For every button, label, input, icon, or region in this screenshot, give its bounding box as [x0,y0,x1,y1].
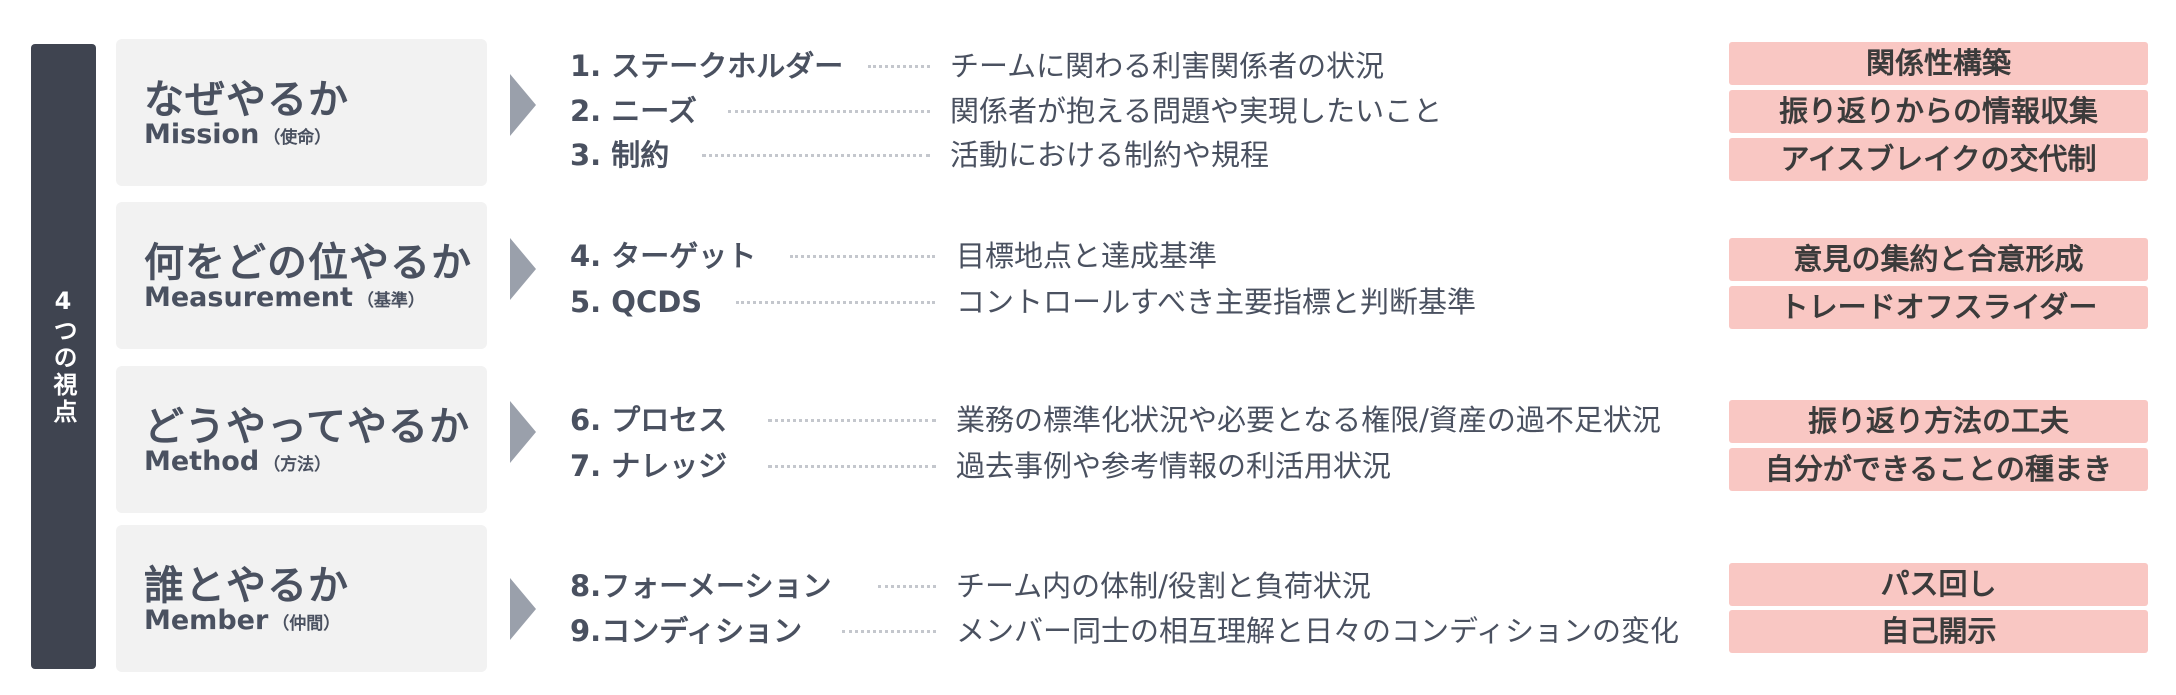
item-desc: チーム内の体制/役割と負荷状況 [956,569,1371,603]
mission-tag-3: アイスブレイクの交代制 [1729,138,2148,181]
dotted-leader [842,630,936,633]
mission-item-3: 3. 制約 活動における制約や規程 [570,133,1720,177]
mission-subtitle: Mission（使命） [144,119,332,150]
member-tag-1: パス回し [1729,563,2148,606]
dotted-leader [878,585,936,588]
member-title: 誰とやるか [144,563,349,609]
item-desc: 業務の標準化状況や必要となる権限/資産の過不足状況 [956,403,1661,437]
dotted-leader [790,255,935,258]
measurement-subtitle-note: （基準） [356,291,425,311]
item-label: 8.フォーメーション [570,569,832,603]
item-label: 9.コンディション [570,614,803,648]
measurement-tag-1: 意見の集約と合意形成 [1729,238,2148,281]
item-desc: 過去事例や参考情報の利活用状況 [956,449,1392,483]
member-item-1: 8.フォーメーション チーム内の体制/役割と負荷状況 [570,564,1720,608]
method-box: どうやってやるか Method（方法） [116,366,487,513]
measurement-title: 何をどの位やるか [144,240,472,286]
item-desc: コントロールすべき主要指標と判断基準 [956,285,1476,319]
item-label: 6. プロセス [570,403,728,437]
measurement-box: 何をどの位やるか Measurement（基準） [116,202,487,349]
method-title: どうやってやるか [144,404,470,450]
dotted-leader [768,419,936,422]
mission-tag-2: 振り返りからの情報収集 [1729,90,2148,133]
method-item-2: 7. ナレッジ 過去事例や参考情報の利活用状況 [570,444,1720,488]
item-desc: 活動における制約や規程 [950,138,1270,172]
method-item-1: 6. プロセス 業務の標準化状況や必要となる権限/資産の過不足状況 [570,398,1720,442]
dotted-leader [768,465,936,468]
measurement-item-1: 4. ターゲット 目標地点と達成基準 [570,234,1720,278]
member-arrow-icon [510,578,536,640]
item-desc: 関係者が抱える問題や実現したいこと [950,94,1443,128]
measurement-arrow-icon [510,238,536,300]
item-label: 1. ステークホルダー [570,49,844,83]
item-desc: チームに関わる利害関係者の状況 [950,49,1385,83]
item-label: 4. ターゲット [570,239,757,273]
mission-tag-1: 関係性構築 [1729,42,2148,85]
member-box: 誰とやるか Member（仲間） [116,525,487,672]
measurement-subtitle: Measurement（基準） [144,282,425,313]
method-arrow-icon [510,401,536,463]
dotted-leader [868,65,930,68]
item-label: 3. 制約 [570,138,670,172]
mission-subtitle-note: （使命） [263,128,332,148]
method-subtitle-note: （方法） [263,455,332,475]
sidebar-label: 4つの視点 [49,287,77,426]
mission-item-2: 2. ニーズ 関係者が抱える問題や実現したいこと [570,89,1720,133]
item-label: 5. QCDS [570,285,703,319]
method-tag-1: 振り返り方法の工夫 [1729,400,2148,443]
method-tag-2: 自分ができることの種まき [1729,448,2148,491]
dotted-leader [702,154,930,157]
measurement-item-2: 5. QCDS コントロールすべき主要指標と判断基準 [570,280,1720,324]
mission-arrow-icon [510,74,536,136]
member-tag-2: 自己開示 [1729,610,2148,653]
item-desc: 目標地点と達成基準 [956,239,1218,273]
item-label: 2. ニーズ [570,94,697,128]
dotted-leader [736,301,935,304]
measurement-tag-2: トレードオフスライダー [1729,286,2148,329]
perspectives-sidebar: 4つの視点 [31,44,96,669]
mission-title: なぜやるか [144,77,349,123]
mission-item-1: 1. ステークホルダー チームに関わる利害関係者の状況 [570,44,1720,88]
item-desc: メンバー同士の相互理解と日々のコンディションの変化 [956,614,1679,648]
mission-box: なぜやるか Mission（使命） [116,39,487,186]
member-subtitle-note: （仲間） [272,614,341,634]
member-item-2: 9.コンディション メンバー同士の相互理解と日々のコンディションの変化 [570,609,1720,653]
member-subtitle: Member（仲間） [144,605,341,636]
item-label: 7. ナレッジ [570,449,728,483]
dotted-leader [728,110,930,113]
method-subtitle: Method（方法） [144,446,332,477]
